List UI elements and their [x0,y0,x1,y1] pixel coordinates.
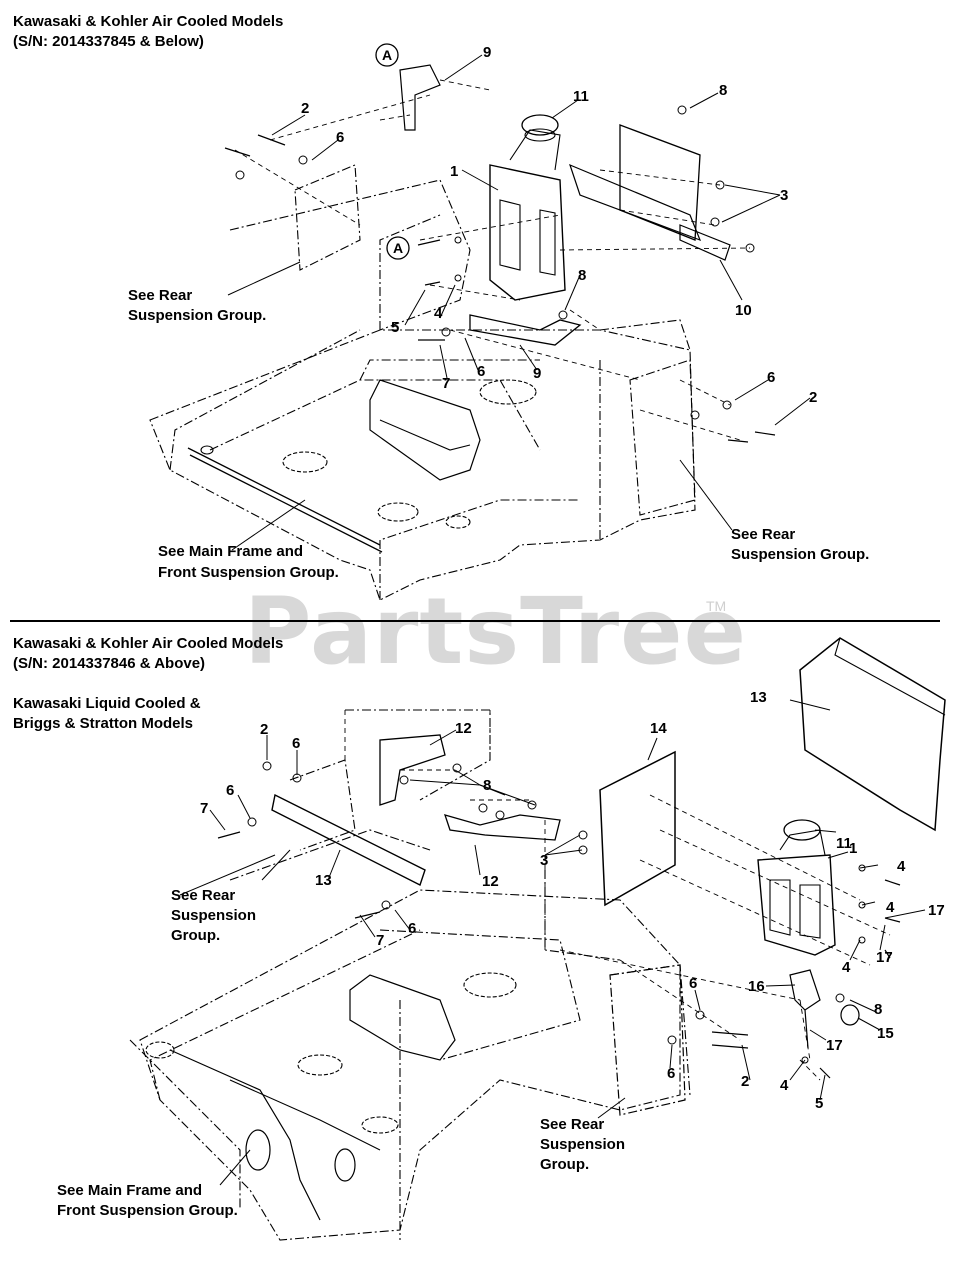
bottom-callout-4-nut-b: 4 [886,899,895,916]
section-divider [10,620,940,622]
top-note-main-1: See Main Frame and [158,543,304,560]
top-callouts: 9 2 6 11 8 1 3 8 5 4 10 6 7 9 6 2 [301,44,817,406]
bottom-callout-1-tank: 1 [849,840,857,857]
bottom-callout-6-washer-left: 6 [226,782,234,799]
top-callout-6-washer-center: 6 [477,363,485,380]
top-callout-5-bolt: 5 [391,319,399,336]
top-note-rear-left-2: Suspension Group. [128,307,267,324]
bottom-note-rear-left-3: Group. [171,927,221,944]
bottom-callout-7-bolt: 7 [200,800,208,817]
bottom-frame-drawing [129,637,946,1241]
top-callout-6-washer: 6 [336,129,344,146]
bottom-header-line1: Kawasaki & Kohler Air Cooled Models [13,635,284,652]
bottom-callout-17-bolt-a: 17 [928,902,945,919]
bottom-callout-4-nut-a: 4 [897,858,906,875]
bottom-callout-13-bar: 13 [315,872,332,889]
bottom-header-line4: Briggs & Stratton Models [13,715,194,732]
bottom-callout-15-clip: 15 [877,1025,894,1042]
bottom-note-rear-left-1: See Rear [171,887,236,904]
bottom-header-line2: (S/N: 2014337846 & Above) [13,655,206,672]
top-callout-3-nut: 3 [780,187,788,204]
bottom-callout-8-nut-right: 8 [874,1001,882,1018]
top-callout-6-washer-right: 6 [767,369,775,386]
bottom-callout-5-bolt: 5 [815,1095,823,1112]
bottom-note-rear-right-1: See Rear [540,1116,605,1133]
bottom-note-main-2: Front Suspension Group. [57,1202,238,1219]
bottom-callout-16-bracket: 16 [748,978,765,995]
bottom-callout-13-shield: 13 [750,689,767,706]
bottom-callout-12-bracket-lower: 12 [482,873,499,890]
reference-tag-a-lower [386,236,410,260]
bottom-callout-8-nut: 8 [483,777,491,794]
bottom-header-line3: Kawasaki Liquid Cooled & [13,695,201,712]
trademark-mark: TM [706,598,727,614]
bottom-callout-12-bracket: 12 [455,720,472,737]
parts-tree-watermark: PartsTree [244,578,747,685]
bottom-callout-14-plate: 14 [650,720,667,737]
bottom-note-main-1: See Main Frame and [57,1182,203,1199]
top-callout-1-tank: 1 [450,163,458,180]
bottom-callout-3-nut: 3 [540,852,548,869]
bottom-callout-6-washer: 6 [292,735,300,752]
bottom-callouts: 13 2 6 12 14 8 7 6 3 11 1 4 13 12 4 17 4… [200,689,945,1112]
top-note-main-2: Front Suspension Group. [158,564,339,581]
ref-tag-a-top-label: A [382,47,392,63]
top-callout-4-nut: 4 [434,305,443,322]
top-callout-11-cap: 11 [573,88,589,105]
top-callout-8-nut-lower: 8 [578,267,586,284]
top-callout-2-bolt-right: 2 [809,389,817,406]
top-note-rear-left-1: See Rear [128,287,193,304]
top-callout-9-bracket: 9 [483,44,491,61]
reference-tag-a-top [375,43,399,67]
bottom-callout-6-washer-lower: 6 [667,1065,675,1082]
bottom-callout-17-bolt-b: 17 [876,949,893,966]
bottom-callout-7-bolt-center: 7 [376,932,384,949]
bottom-callout-2-bolt-right: 2 [741,1073,749,1090]
bottom-callout-6-washer-center: 6 [408,920,416,937]
top-callout-8-nut: 8 [719,82,727,99]
ref-tag-a-lower-label: A [393,240,403,256]
bottom-callout-4-nut-c: 4 [842,959,851,976]
bottom-note-rear-right-2: Suspension [540,1136,626,1153]
top-note-rear-right-2: Suspension Group. [731,546,870,563]
top-callout-10-plate: 10 [735,302,752,319]
bottom-callout-17-bolt-c: 17 [826,1037,843,1054]
top-callout-9-bracket-lower: 9 [533,365,541,382]
bottom-callout-6-washer-right: 6 [689,975,697,992]
top-note-rear-right-1: See Rear [731,526,796,543]
bottom-callout-4-nut-d: 4 [780,1077,789,1094]
top-header-line2: (S/N: 2014337845 & Below) [13,33,204,50]
top-callout-7-bolt: 7 [442,375,450,392]
top-callout-2-bolt: 2 [301,100,309,117]
bottom-callout-11-cap: 11 [836,835,852,852]
bottom-note-rear-left-2: Suspension [171,907,257,924]
top-frame-drawing [149,54,811,601]
bottom-callout-2-bolt: 2 [260,721,268,738]
bottom-note-rear-right-3: Group. [540,1156,590,1173]
top-header-line1: Kawasaki & Kohler Air Cooled Models [13,13,284,30]
